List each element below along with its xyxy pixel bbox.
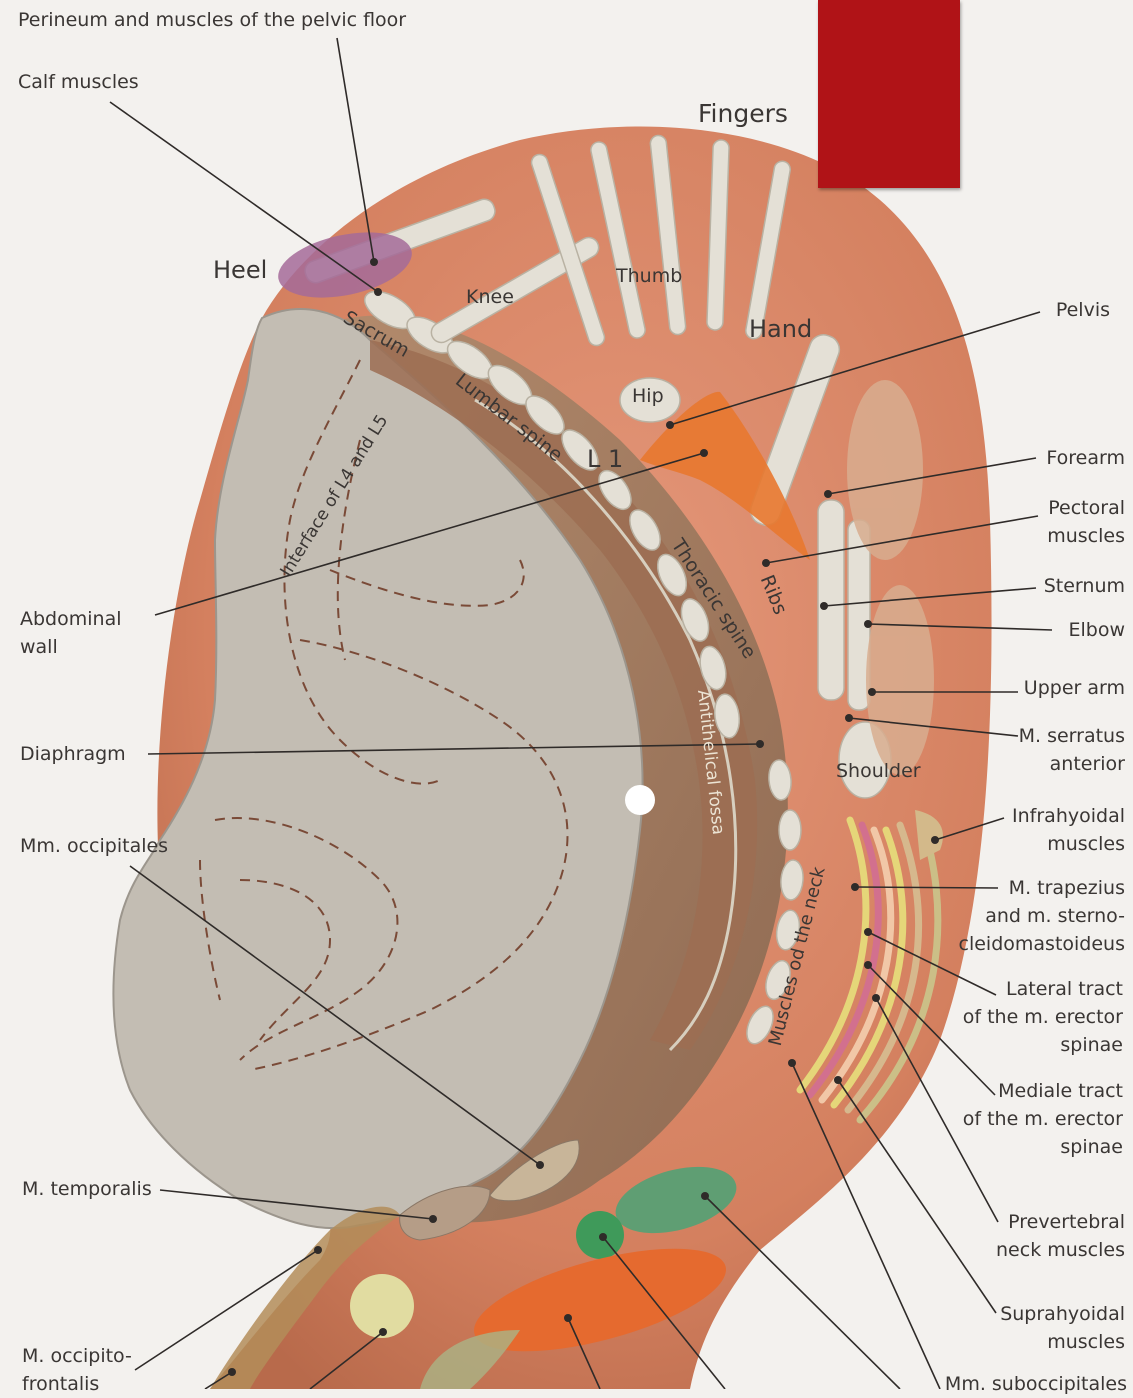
label-forearm: Forearm bbox=[1046, 444, 1125, 472]
label-sternum: Sternum bbox=[1044, 572, 1125, 600]
label-perineum: Perineum and muscles of the pelvic floor bbox=[18, 6, 406, 34]
label-elbow: Elbow bbox=[1068, 616, 1125, 644]
label-l1: L 1 bbox=[587, 445, 623, 473]
label-occipitales: Mm. occipitales bbox=[20, 832, 168, 860]
red-corner-tab bbox=[818, 0, 960, 188]
label-pectoral-muscles: Pectoral muscles bbox=[1047, 494, 1125, 550]
white-dot-marker bbox=[625, 785, 655, 815]
label-calf-muscles: Calf muscles bbox=[18, 68, 139, 96]
label-diaphragm: Diaphragm bbox=[20, 740, 126, 768]
label-hand: Hand bbox=[749, 315, 812, 343]
label-fingers: Fingers bbox=[698, 100, 788, 128]
label-thumb: Thumb bbox=[616, 265, 682, 287]
label-infrahyoidal-muscles: Infrahyoidal muscles bbox=[1012, 802, 1125, 858]
label-pelvis: Pelvis bbox=[1056, 296, 1110, 324]
label-suprahyoidal: Suprahyoidal muscles bbox=[1000, 1300, 1125, 1356]
label-shoulder: Shoulder bbox=[836, 760, 921, 782]
label-prevertebral: Prevertebral neck muscles bbox=[996, 1208, 1125, 1264]
label-occipitofrontalis: M. occipito- frontalis bbox=[22, 1342, 132, 1398]
label-hip: Hip bbox=[632, 385, 664, 407]
label-trapezius: M. trapezius and m. sterno- cleidomastoi… bbox=[959, 874, 1125, 958]
label-mediale-tract: Mediale tract of the m. erector spinae bbox=[963, 1077, 1123, 1161]
label-temporalis: M. temporalis bbox=[22, 1175, 152, 1203]
label-heel: Heel bbox=[213, 256, 267, 284]
label-serratus-anterior: M. serratus anterior bbox=[1019, 722, 1125, 778]
label-abdominal-wall: Abdominal wall bbox=[20, 605, 122, 661]
label-suboccipitales: Mm. suboccipitales bbox=[945, 1370, 1127, 1398]
label-lateral-tract: Lateral tract of the m. erector spinae bbox=[963, 975, 1123, 1059]
label-knee: Knee bbox=[466, 286, 514, 308]
label-upper-arm: Upper arm bbox=[1024, 674, 1125, 702]
